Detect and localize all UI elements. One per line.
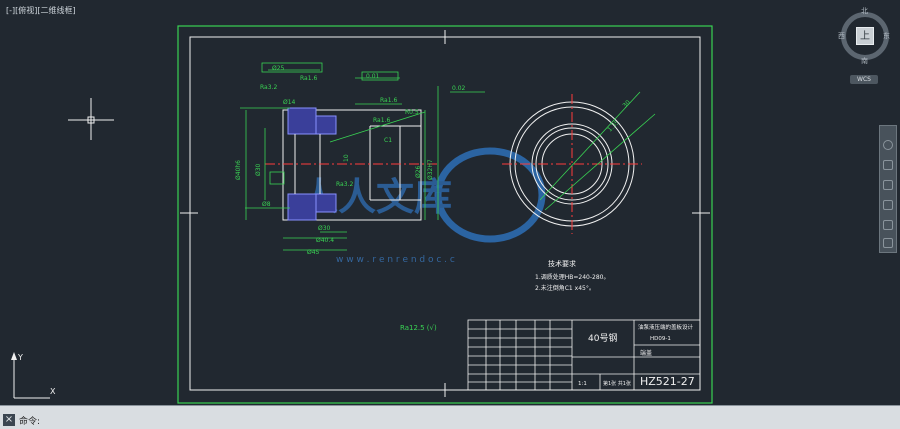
svg-text:1.调质处理HB=240-280。: 1.调质处理HB=240-280。 bbox=[535, 273, 609, 281]
svg-text:Ø26: Ø26 bbox=[415, 165, 422, 178]
section-view[interactable] bbox=[265, 107, 440, 221]
compass-east-label[interactable]: 东 bbox=[883, 32, 890, 40]
svg-text:2.未注倒角C1 x45°。: 2.未注倒角C1 x45°。 bbox=[535, 284, 595, 292]
technical-notes: 技术要求 1.调质处理HB=240-280。 2.未注倒角C1 x45°。 bbox=[535, 259, 609, 292]
pan-icon[interactable] bbox=[883, 160, 893, 170]
svg-text:油泵液压端的盖板设计: 油泵液压端的盖板设计 bbox=[638, 323, 694, 331]
ucs-icon: Y X bbox=[11, 352, 56, 399]
ucs-x-label: X bbox=[50, 387, 56, 396]
svg-text:HD09-1: HD09-1 bbox=[650, 336, 671, 342]
centring-marks bbox=[180, 30, 710, 397]
svg-text:10: 10 bbox=[343, 154, 350, 162]
svg-text:Ø8: Ø8 bbox=[262, 201, 271, 208]
svg-text:Ø32H7: Ø32H7 bbox=[427, 159, 434, 180]
svg-text:Ø45: Ø45 bbox=[307, 249, 320, 256]
sheet-outer-border bbox=[177, 25, 713, 404]
compass-north-label[interactable]: 北 bbox=[861, 7, 868, 15]
svg-text:Ra3.2: Ra3.2 bbox=[260, 84, 277, 91]
svg-text:30: 30 bbox=[621, 99, 631, 109]
svg-text:1:1: 1:1 bbox=[578, 381, 587, 387]
navigation-bar[interactable] bbox=[879, 125, 897, 253]
svg-text:端盖: 端盖 bbox=[640, 349, 652, 357]
dimension-lines bbox=[240, 62, 485, 251]
svg-text:Ra3.2: Ra3.2 bbox=[336, 181, 353, 188]
wcs-menu-button[interactable]: WCS bbox=[850, 75, 878, 84]
svg-text:0.01: 0.01 bbox=[366, 73, 380, 80]
svg-text:Ø25: Ø25 bbox=[272, 65, 285, 72]
svg-text:第1张 共1张: 第1张 共1张 bbox=[603, 380, 631, 387]
svg-text:Ra1.6: Ra1.6 bbox=[373, 117, 390, 124]
orbit-icon[interactable] bbox=[883, 200, 893, 210]
crosshair-cursor-icon bbox=[68, 98, 114, 140]
svg-text:技术要求: 技术要求 bbox=[548, 259, 576, 268]
svg-text:Ø30: Ø30 bbox=[255, 163, 262, 176]
compass-ring[interactable] bbox=[841, 12, 889, 60]
navbar-menu-icon[interactable] bbox=[883, 238, 893, 248]
title-block-text: 40号钢 油泵液压端的盖板设计 HD09-1 端盖 HZ521-27 1:1 第… bbox=[578, 323, 695, 388]
steering-wheel-icon[interactable] bbox=[883, 140, 893, 150]
title-block[interactable] bbox=[467, 319, 701, 391]
close-icon[interactable]: × bbox=[3, 414, 15, 426]
zoom-icon[interactable] bbox=[883, 180, 893, 190]
viewport-controls-label[interactable]: [-][俯视][二维线框] bbox=[6, 6, 76, 15]
svg-text:40号钢: 40号钢 bbox=[588, 332, 617, 344]
view-cube-top-face[interactable]: 上 bbox=[856, 27, 874, 45]
cad-drawing[interactable]: 人人文库 w w w . r e n r e n d o c . c bbox=[0, 0, 900, 405]
showmotion-icon[interactable] bbox=[883, 220, 893, 230]
command-prompt-label: 命令: bbox=[19, 417, 41, 427]
compass-west-label[interactable]: 西 bbox=[838, 32, 845, 40]
svg-text:C1: C1 bbox=[384, 137, 392, 144]
svg-text:Ra1.6: Ra1.6 bbox=[380, 97, 397, 104]
compass-south-label[interactable]: 南 bbox=[861, 57, 868, 65]
end-view[interactable] bbox=[502, 91, 656, 234]
model-viewport[interactable]: 人人文库 w w w . r e n r e n d o c . c bbox=[0, 0, 900, 405]
svg-text:Ra1.6: Ra1.6 bbox=[300, 75, 317, 82]
svg-text:HZ521-27: HZ521-27 bbox=[640, 375, 695, 388]
ucs-y-label: Y bbox=[17, 353, 23, 362]
roughness-note: Ra12.5 (√) bbox=[400, 324, 437, 332]
svg-text:Ø30: Ø30 bbox=[318, 225, 331, 232]
command-line[interactable]: × 命令: bbox=[0, 405, 900, 429]
svg-text:Ø14: Ø14 bbox=[283, 99, 296, 106]
svg-text:R0.5: R0.5 bbox=[405, 109, 419, 116]
svg-text:Ø40.4: Ø40.4 bbox=[316, 237, 334, 244]
navigation-cube[interactable]: 北 南 东 西 上 WCS bbox=[836, 6, 896, 86]
svg-text:Ø40h6: Ø40h6 bbox=[235, 160, 242, 180]
svg-text:w w w . r e n r e n d o c . c: w w w . r e n r e n d o c . c bbox=[336, 255, 455, 265]
svg-text:0.02: 0.02 bbox=[452, 85, 466, 92]
